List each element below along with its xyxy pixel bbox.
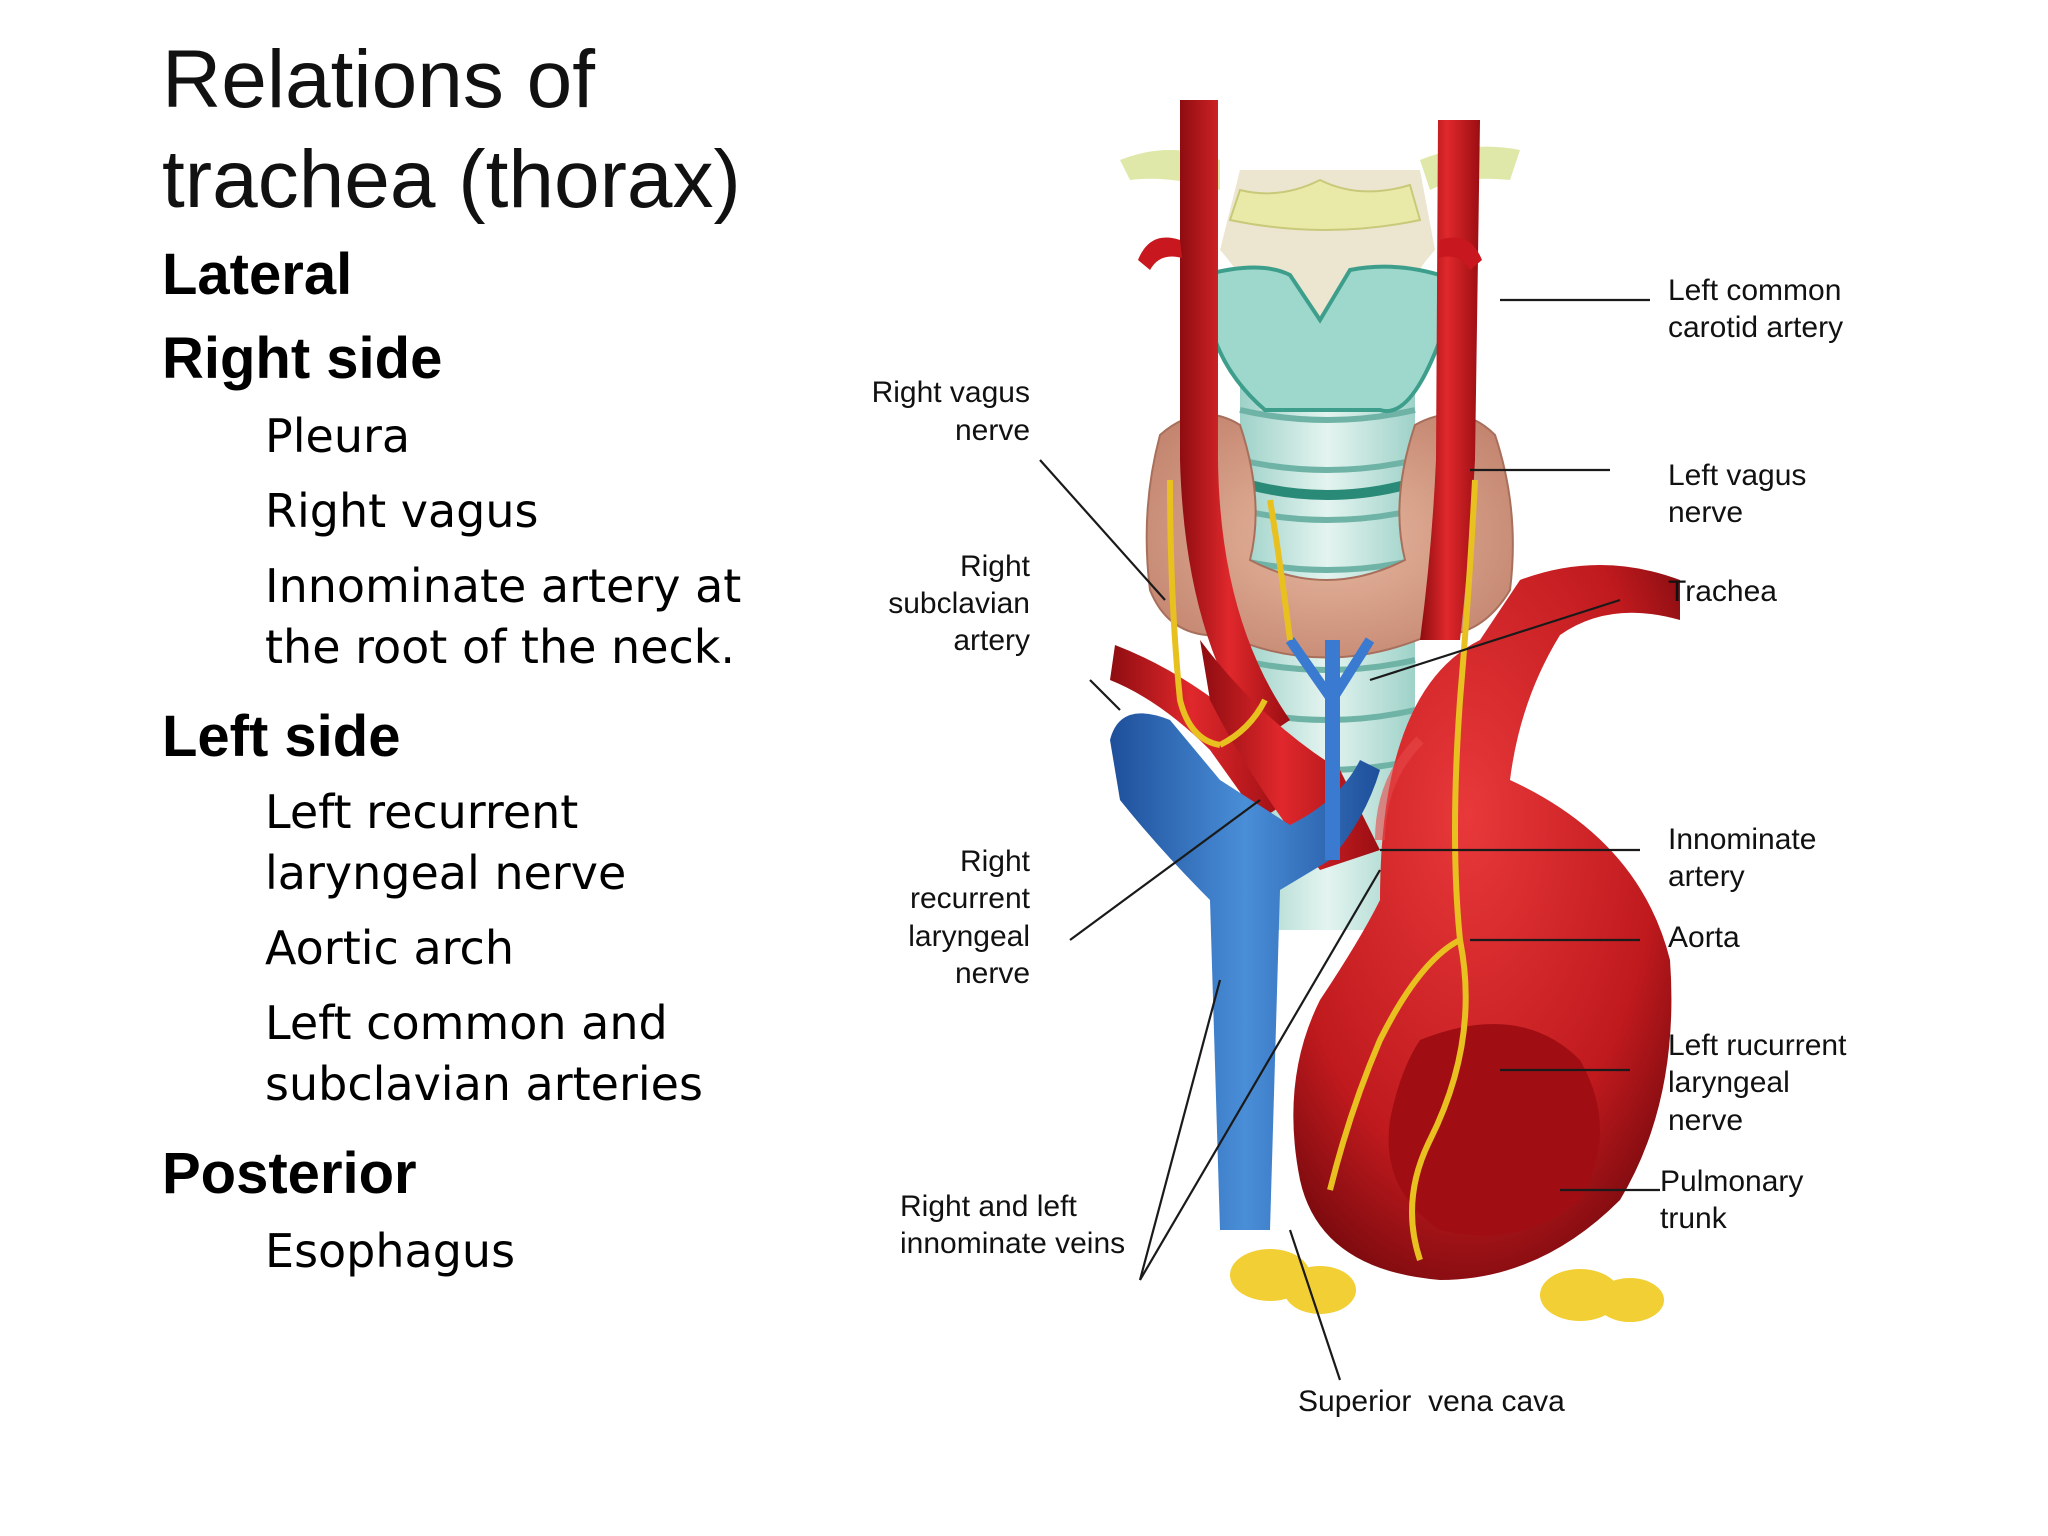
trachea-relations-illustration: Left common carotid artery Right vagus n… [820, 80, 2048, 1460]
label-right-vagus: nerve [955, 414, 1030, 447]
section-heading: Lateral [162, 242, 353, 307]
label-right-vagus: Right vagus [872, 376, 1030, 409]
section-heading: Right side [162, 326, 443, 391]
label-innominate-veins: innominate veins [900, 1227, 1125, 1260]
label-right-subclavian: Right [960, 550, 1031, 583]
label-right-recurrent: Right [960, 845, 1031, 878]
aorta-and-heart [1293, 565, 1680, 1280]
slide-title: Relations of trachea (thorax) [162, 30, 802, 230]
nerves [1167, 479, 1478, 1261]
figure-labels: Left common carotid artery Right vagus n… [872, 274, 1848, 1418]
label-superior-vena-cava: Superior vena cava [1298, 1385, 1565, 1418]
section-heading: Posterior [162, 1141, 417, 1206]
section-right-side: Right side Pleura Right vagus Innominate… [162, 324, 802, 678]
label-left-vagus: Left vagus [1668, 459, 1806, 492]
label-innominate-veins: Right and left [900, 1190, 1077, 1223]
list-item: subclavian arteries [265, 1057, 703, 1111]
list-item: laryngeal nerve [265, 846, 627, 900]
label-innominate-artery: Innominate [1668, 823, 1816, 856]
label-right-recurrent: nerve [955, 957, 1030, 990]
label-right-recurrent: recurrent [910, 882, 1031, 915]
list-item: Aortic arch [265, 921, 514, 975]
label-left-common-carotid: carotid artery [1668, 311, 1843, 344]
label-pulmonary-trunk: trunk [1660, 1202, 1728, 1235]
list-item: Left common and [265, 996, 668, 1050]
label-right-subclavian: artery [953, 624, 1030, 657]
label-left-rucurrent: laryngeal [1668, 1066, 1790, 1099]
section-posterior: Posterior Esophagus [162, 1139, 802, 1282]
title-line-1: Relations of [162, 34, 596, 125]
list-item: Left recurrent [265, 785, 579, 839]
fat-pads [1230, 1249, 1664, 1322]
section-lateral: Lateral [162, 240, 802, 310]
section-heading: Left side [162, 704, 401, 769]
anatomy-figure-svg: Left common carotid artery Right vagus n… [872, 100, 1848, 1418]
list-item: Innominate artery at [265, 559, 742, 613]
innominate-veins [1110, 637, 1380, 1230]
label-right-recurrent: laryngeal [908, 920, 1030, 953]
right-common-carotid-artery [1180, 100, 1290, 740]
label-innominate-artery: artery [1668, 860, 1745, 893]
list-item: Esophagus [265, 1224, 516, 1278]
list-item: Right vagus [265, 484, 539, 538]
title-line-2: trachea (thorax) [162, 134, 741, 225]
list-item: Pleura [265, 409, 411, 463]
label-right-subclavian: subclavian [888, 587, 1030, 620]
label-trachea: Trachea [1668, 575, 1777, 608]
list-item: the root of the neck. [265, 620, 736, 674]
label-pulmonary-trunk: Pulmonary [1660, 1165, 1803, 1198]
label-aorta: Aorta [1668, 921, 1740, 954]
leader-lines [1039, 298, 1660, 1381]
relations-outline: Lateral Right side Pleura Right vagus In… [162, 240, 802, 1282]
section-left-side: Left side Left recurrent laryngeal nerve… [162, 702, 802, 1115]
label-left-rucurrent: Left rucurrent [1668, 1029, 1847, 1062]
label-left-rucurrent: nerve [1668, 1104, 1743, 1137]
label-left-vagus: nerve [1668, 496, 1743, 529]
thyroid-gland [1145, 413, 1514, 659]
label-left-common-carotid: Left common [1668, 274, 1841, 307]
